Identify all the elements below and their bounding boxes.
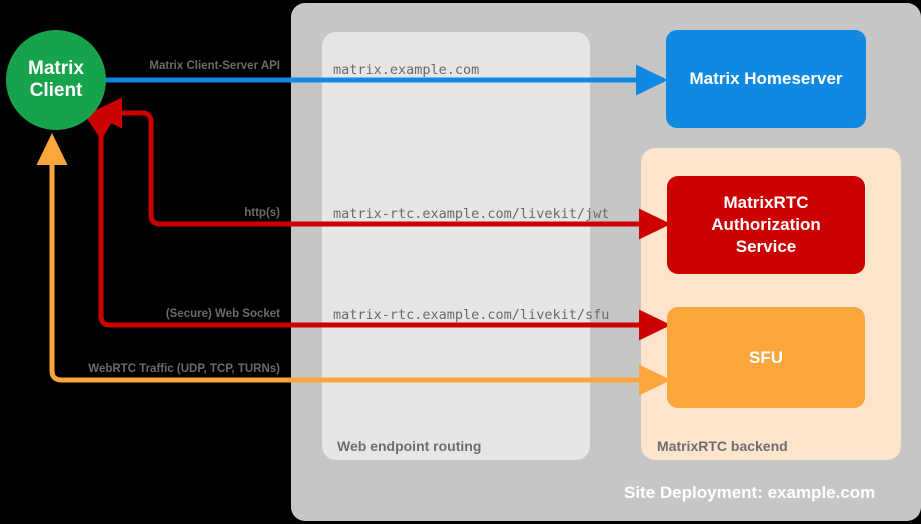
endpoint-matrix-example-com: matrix.example.com xyxy=(333,62,480,78)
endpoint-livekit-sfu: matrix-rtc.example.com/livekit/sfu xyxy=(333,307,610,323)
node-matrixrtc-authorization-service[interactable]: MatrixRTC Authorization Service xyxy=(667,176,865,274)
auth-service-label-line2: Authorization xyxy=(711,214,821,234)
protocol-label-client-server-api: Matrix Client-Server API xyxy=(149,60,280,72)
arrow-https-jwt xyxy=(90,97,664,227)
site-deployment-caption: Site Deployment: example.com xyxy=(624,483,876,502)
arrow-webrtc-traffic xyxy=(36,133,671,396)
node-sfu[interactable]: SFU xyxy=(667,307,865,408)
routing-panel-caption: Web endpoint routing xyxy=(337,438,482,454)
web-endpoint-routing-panel xyxy=(322,32,590,460)
matrix-client-label-line2: Client xyxy=(29,80,83,101)
auth-service-label-line1: MatrixRTC xyxy=(723,192,809,212)
protocol-label-webrtc-traffic: WebRTC Traffic (UDP, TCP, TURNs) xyxy=(88,363,280,375)
endpoint-livekit-jwt: matrix-rtc.example.com/livekit/jwt xyxy=(333,206,610,222)
sfu-label: SFU xyxy=(749,347,783,367)
matrix-client-label-line1: Matrix xyxy=(28,57,84,79)
protocol-label-web-socket: (Secure) Web Socket xyxy=(165,308,280,320)
protocol-label-https: http(s) xyxy=(244,207,280,219)
matrix-homeserver-label: Matrix Homeserver xyxy=(689,69,843,88)
arrow-websocket-sfu xyxy=(81,110,664,328)
backend-panel-caption: MatrixRTC backend xyxy=(657,438,788,454)
node-matrix-homeserver[interactable]: Matrix Homeserver xyxy=(666,30,866,128)
node-matrix-client[interactable]: Matrix Client xyxy=(6,30,106,130)
auth-service-label-line3: Service xyxy=(735,237,797,257)
